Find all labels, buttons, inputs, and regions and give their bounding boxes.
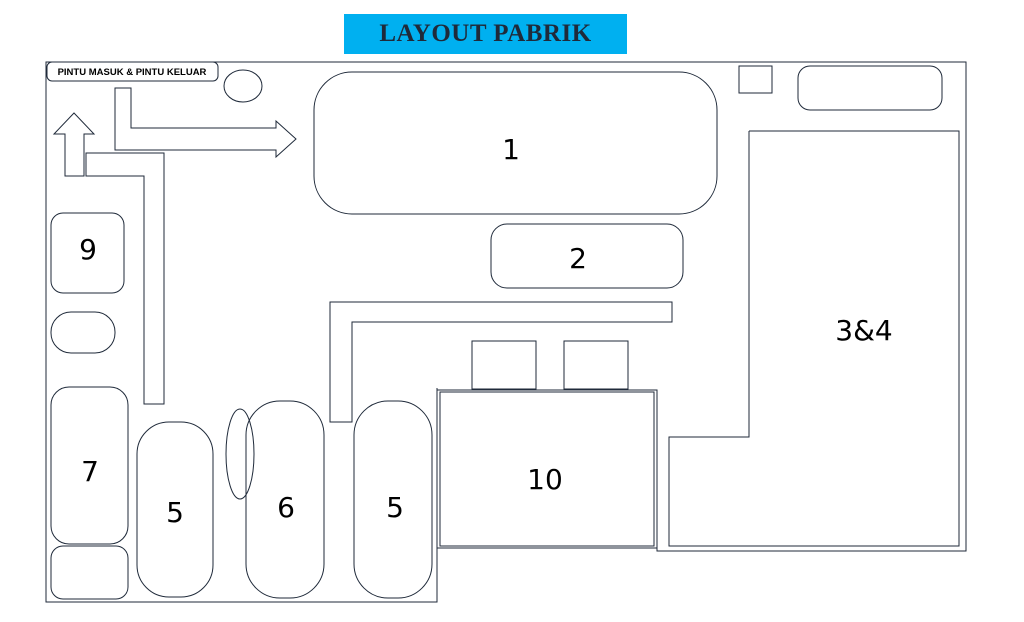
- corridor-l-shape: [329, 301, 673, 423]
- zone-3-4-area: [668, 130, 960, 547]
- small-square-top-right: [738, 65, 773, 94]
- zone-10-outer-border: [436, 389, 658, 549]
- zone-10-label: 10: [527, 463, 563, 496]
- ellipse-between-5-6: [225, 408, 255, 500]
- small-box-a: [471, 340, 537, 390]
- zone-6-label: 6: [277, 491, 295, 524]
- small-oval-top: [223, 69, 263, 103]
- page-title: LAYOUT PABRIK: [344, 14, 627, 54]
- entrance-exit-door: [46, 61, 219, 82]
- zone-3-4-label: 3&4: [835, 314, 892, 347]
- zone-1-box: [313, 71, 718, 215]
- exit-arrow-up-icon: [52, 112, 96, 177]
- zone-7-box: [50, 386, 129, 545]
- zone-9-box: [50, 212, 125, 294]
- zone-5-right-label: 5: [386, 491, 404, 524]
- zone-5-left-label: 5: [166, 496, 184, 529]
- small-box-bottom-left: [50, 545, 129, 600]
- zone-5-right-box: [353, 400, 433, 599]
- zone-10-box: [439, 391, 655, 547]
- zone-9-label: 9: [79, 233, 97, 266]
- door-label: PINTU MASUK & PINTU KELUAR: [58, 67, 207, 78]
- small-box-b: [563, 340, 629, 390]
- zone-2-box: [490, 223, 684, 289]
- zone-2-label: 2: [569, 242, 587, 275]
- zone-5-left-box: [136, 421, 214, 598]
- oval-left: [50, 311, 116, 354]
- zone-7-label: 7: [81, 455, 99, 488]
- walkway-corridor: [85, 152, 165, 405]
- zone-1-label: 1: [502, 133, 520, 166]
- rounded-box-top-right: [797, 65, 943, 111]
- zone-6-box: [245, 400, 325, 599]
- entrance-arrow-right-icon: [114, 87, 297, 159]
